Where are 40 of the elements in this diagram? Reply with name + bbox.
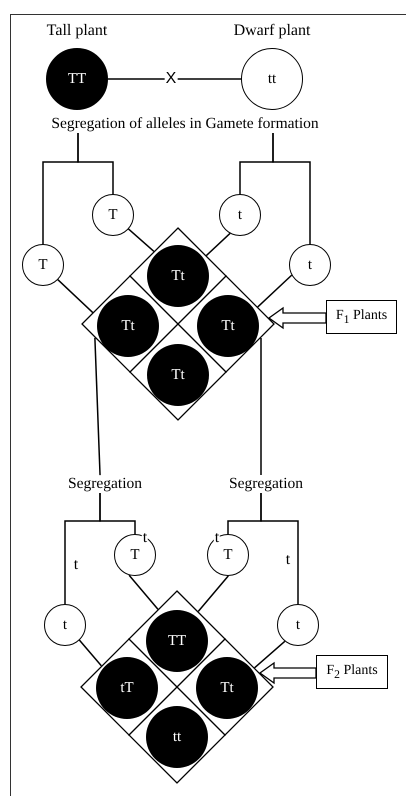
- connector-line: [128, 574, 158, 610]
- connector-line: [272, 133, 311, 244]
- plant-label: Dwarf plant: [234, 22, 310, 40]
- block-arrow: [258, 662, 317, 684]
- offspring-circle: TT: [146, 610, 208, 672]
- connector-line: [260, 338, 262, 475]
- offspring-circle: Tt: [147, 245, 209, 307]
- process-label: Segregation: [68, 475, 142, 493]
- block-arrow: [268, 306, 327, 330]
- gamete-circle: t: [44, 604, 86, 646]
- gamete-circle: T: [22, 244, 64, 286]
- connector-line: [99, 493, 136, 534]
- connector-line: [57, 279, 94, 314]
- process-label: Segregation: [228, 475, 304, 493]
- connector-line: [254, 640, 286, 668]
- offspring-circle: Tt: [197, 295, 259, 357]
- offspring-circle: Tt: [97, 295, 159, 357]
- plant-label: Tall plant: [46, 22, 108, 40]
- connector-line: [108, 78, 241, 80]
- offspring-circle: tt: [146, 706, 208, 768]
- connector-line: [94, 338, 101, 476]
- connector-line: [260, 493, 299, 604]
- connector-line: [198, 575, 229, 612]
- connector-line: [257, 274, 292, 308]
- genotype-label: TT: [68, 70, 86, 88]
- gamete-circle: t: [277, 604, 319, 646]
- callout-box: F$_{1}$ Plants: [326, 300, 397, 334]
- callout-box: F$_{2}$ Plants: [316, 655, 388, 689]
- connector-line: [77, 133, 114, 194]
- connector-line: [128, 228, 154, 252]
- gamete-circle: T: [92, 194, 134, 236]
- connector-line: [206, 232, 231, 256]
- process-label: Segregation of alleles in Gamete formation: [51, 115, 319, 133]
- offspring-circle: tT: [96, 657, 158, 719]
- offspring-circle: Tt: [196, 657, 258, 719]
- genotype-label: tt: [268, 70, 276, 88]
- connector-line: [78, 640, 102, 666]
- offspring-circle: Tt: [147, 344, 209, 406]
- gamete-circle: t: [289, 244, 331, 286]
- gamete-circle: t: [219, 194, 261, 236]
